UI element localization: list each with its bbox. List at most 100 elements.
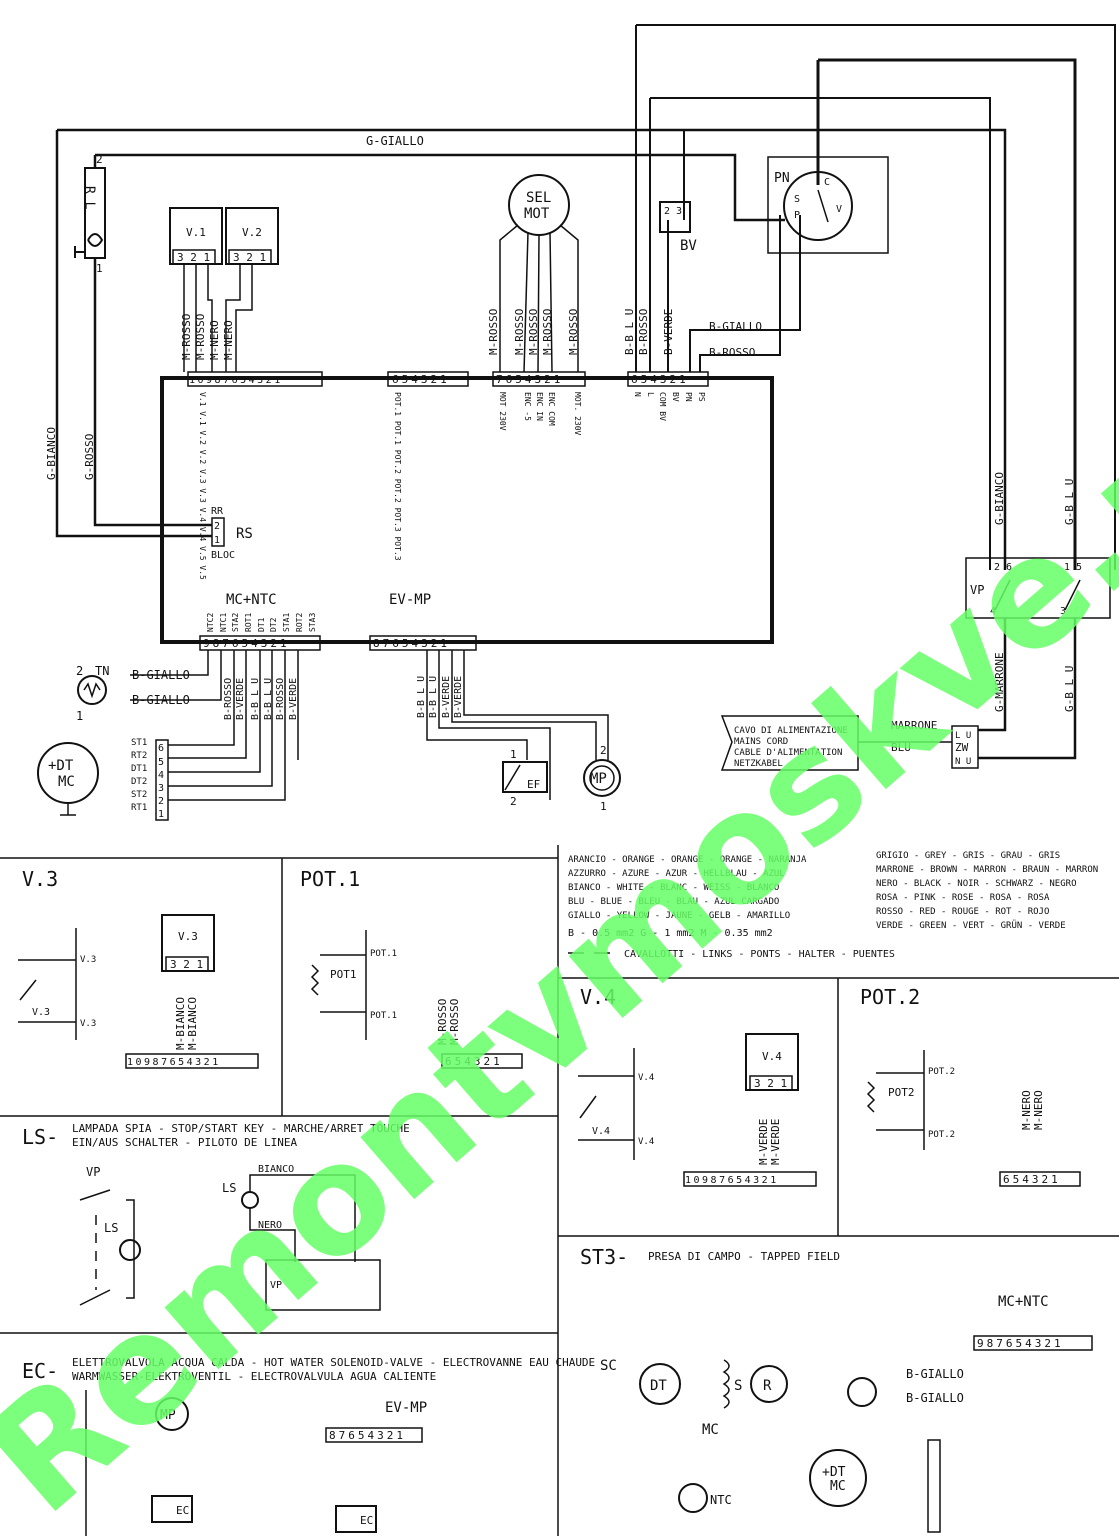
svg-text:B-B L U: B-B L U (416, 676, 427, 718)
svg-text:ROT1: ROT1 (244, 613, 253, 632)
v4-panel-title: V.4 (580, 985, 616, 1009)
pot1-panel-title: POT.1 (300, 867, 360, 891)
ef-valve (502, 761, 548, 793)
svg-text:GIALLO - YELLOW - JAUNE - G: GIALLO - YELLOW - JAUNE - GELB - AMARILL… (568, 911, 790, 921)
svg-text:M-NERO: M-NERO (1032, 1090, 1045, 1130)
svg-text:10987654321: 10987654321 (127, 1057, 221, 1068)
svg-text:MARRONE - BROWN - MARRON - BRA: MARRONE - BROWN - MARRON - BRAUN - MARRO… (876, 865, 1098, 875)
svg-text:V: V (836, 204, 842, 215)
connector-v (187, 371, 323, 387)
svg-text:MP: MP (590, 771, 607, 787)
svg-text:G-ROSSO: G-ROSSO (83, 434, 96, 480)
svg-text:BLU: BLU (891, 741, 911, 754)
svg-text:B-GIALLO: B-GIALLO (132, 668, 190, 682)
svg-text:LAMPADA SPIA - STOP/START KEY: LAMPADA SPIA - STOP/START KEY - MARCHE/A… (72, 1122, 410, 1135)
svg-text:B-B L U: B-B L U (250, 678, 261, 720)
bv-label: BV (680, 238, 697, 254)
svg-text:PS: PS (697, 392, 706, 402)
wire-g-bianco (55, 130, 212, 538)
heater-icon (87, 233, 104, 247)
svg-text:M-ROSSO: M-ROSSO (180, 314, 193, 360)
svg-text:5: 5 (158, 757, 164, 768)
svg-text:654321: 654321 (631, 373, 689, 386)
svg-text:WARMWASSER-ELEKTROVENTIL - ELE: WARMWASSER-ELEKTROVENTIL - ELECTROVALVUL… (72, 1370, 436, 1383)
svg-text:MOT. 230V: MOT. 230V (573, 392, 582, 436)
svg-text:7654321: 7654321 (496, 373, 563, 386)
svg-text:CAVALLOTTI - LINKS - PONTS - H: CAVALLOTTI - LINKS - PONTS - HALTER - PU… (624, 949, 895, 960)
svg-text:PN: PN (684, 392, 693, 402)
svg-text:P: P (794, 210, 800, 221)
pot2-panel-title: POT.2 (860, 985, 920, 1009)
svg-text:M-VERDE: M-VERDE (757, 1119, 770, 1165)
svg-text:S: S (794, 194, 800, 205)
ev-mp-label: EV-MP (389, 592, 431, 608)
svg-text:V.1 V.1 V.2 V.2 V.3 V.3 V.4 V.: V.1 V.1 V.2 V.2 V.3 V.3 V.4 V.4 V.5 V.5 (198, 392, 207, 580)
svg-text:2: 2 (600, 744, 607, 757)
svg-text:ELETTROVALVOLA ACQUA CALDA - H: ELETTROVALVOLA ACQUA CALDA - HOT WATER S… (72, 1356, 595, 1369)
svg-text:1: 1 (510, 748, 517, 761)
svg-text:MP: MP (160, 1408, 176, 1423)
connector-mot (492, 371, 586, 387)
svg-text:NTC: NTC (710, 1493, 732, 1507)
svg-text:4: 4 (990, 606, 996, 617)
svg-text:987654321: 987654321 (203, 637, 290, 650)
svg-text:2 6: 2 6 (994, 562, 1012, 573)
svg-text:BLU - BLUE - BLEU - B: BLU - BLUE - BLEU - BLAU - AZUL CARGADO (568, 897, 779, 907)
svg-text:654321: 654321 (1003, 1173, 1061, 1186)
svg-text:GRIGIO - GREY - GRIS - GRA: GRIGIO - GREY - GRIS - GRAU - GRIS (876, 851, 1060, 861)
svg-text:MC: MC (830, 1479, 846, 1494)
svg-text:2: 2 (510, 795, 517, 808)
svg-text:M-ROSSO: M-ROSSO (448, 999, 461, 1045)
svg-text:2 3: 2 3 (664, 206, 682, 217)
svg-text:6: 6 (158, 743, 164, 754)
svg-text:COM BV: COM BV (658, 392, 667, 421)
svg-text:1: 1 (600, 800, 607, 813)
svg-text:DT1: DT1 (131, 764, 147, 774)
svg-text:C: C (824, 177, 830, 188)
svg-text:EC: EC (360, 1514, 373, 1527)
svg-text:B-VERDE: B-VERDE (441, 676, 452, 718)
control-board (160, 376, 774, 644)
svg-text:MOT 230V: MOT 230V (498, 392, 507, 431)
svg-text:NERO - BLACK - NOIR - SCH: NERO - BLACK - NOIR - SCHWARZ - NEGRO (876, 879, 1076, 889)
svg-text:PRESA DI CAMPO - TAPPED FIELD: PRESA DI CAMPO - TAPPED FIELD (648, 1250, 840, 1263)
connector-pot (387, 371, 469, 387)
svg-text:ZW: ZW (955, 741, 969, 754)
svg-text:B-VERDE: B-VERDE (662, 309, 675, 355)
connector-ev-mp (369, 635, 477, 651)
svg-text:RR: RR (211, 506, 224, 517)
svg-text:1: 1 (158, 809, 164, 820)
svg-text:ST1: ST1 (131, 738, 147, 748)
rl-label: R L (82, 186, 97, 210)
svg-text:M-ROSSO: M-ROSSO (487, 309, 500, 355)
svg-text:M-ROSSO: M-ROSSO (513, 309, 526, 355)
svg-text:S: S (734, 1378, 742, 1394)
svg-text:V.3: V.3 (32, 1007, 50, 1018)
svg-text:3: 3 (158, 783, 164, 794)
svg-text:RT2: RT2 (131, 751, 147, 761)
svg-text:M-VERDE: M-VERDE (769, 1119, 782, 1165)
svg-text:STA2: STA2 (231, 613, 240, 632)
svg-text:G-MARRONE: G-MARRONE (993, 652, 1006, 712)
ls-panel-title: LS- (22, 1125, 58, 1149)
svg-text:V.3: V.3 (80, 1019, 96, 1029)
svg-text:ENC IN: ENC IN (535, 392, 544, 421)
wire-g-giallo (95, 153, 785, 222)
svg-text:NTC2: NTC2 (206, 613, 215, 632)
svg-text:POT.2: POT.2 (928, 1130, 955, 1140)
svg-text:M-ROSSO: M-ROSSO (567, 309, 580, 355)
svg-text:ROSSO - RED - ROUGE - ROT: ROSSO - RED - ROUGE - ROT - ROJO (876, 907, 1049, 917)
svg-text:V.4: V.4 (638, 1137, 654, 1147)
svg-text:V.4: V.4 (638, 1073, 654, 1083)
svg-text:AZZURRO - AZURE - AZUR - H: AZZURRO - AZURE - AZUR - HELLBLAU - AZUL (568, 869, 785, 879)
svg-text:1: 1 (76, 709, 83, 723)
svg-text:G-B L U: G-B L U (1063, 479, 1076, 525)
wire-g-blu (818, 58, 1077, 570)
svg-text:3: 3 (1060, 606, 1066, 617)
svg-text:N U: N U (955, 757, 971, 767)
svg-text:G-BIANCO: G-BIANCO (993, 472, 1006, 525)
svg-text:POT.2: POT.2 (928, 1067, 955, 1077)
rl-resistor (84, 167, 106, 259)
svg-text:B-B L U: B-B L U (428, 676, 439, 718)
